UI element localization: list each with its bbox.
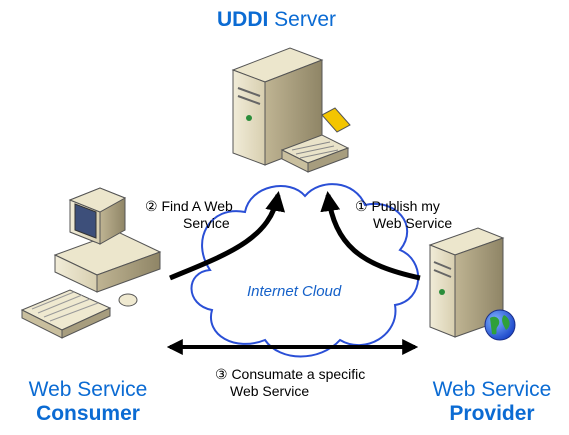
step-find-line1: ② Find A Web	[145, 198, 233, 214]
step-consume-label: ③ Consumate a specific Web Service	[215, 366, 365, 400]
provider-label-line1: Web Service	[432, 378, 552, 401]
publish-arrow	[320, 191, 421, 281]
step-find-line2: Service	[183, 215, 230, 231]
step-publish-label: ① Publish my Web Service	[355, 198, 452, 232]
consumer-label-line1: Web Service	[28, 378, 148, 401]
step-publish-line2: Web Service	[373, 215, 453, 231]
provider-label: Web Service Provider	[417, 378, 567, 426]
consumer-computer-icon	[20, 187, 162, 339]
step-find-label: ② Find A Web Service	[145, 198, 233, 232]
uddi-server-icon	[231, 47, 351, 173]
uddi-server-label: UDDI Server	[217, 8, 336, 32]
find-arrow	[169, 191, 286, 281]
uddi-server-label-rest: Server	[268, 8, 337, 31]
step-consume-line2: Web Service	[230, 383, 310, 399]
cloud-label: Internet Cloud	[247, 283, 342, 300]
step-consume-line1: ③ Consumate a specific	[215, 366, 366, 382]
uddi-server-label-bold: UDDI	[217, 8, 269, 31]
consumer-label-line2: Consumer	[36, 402, 140, 425]
provider-label-line2: Provider	[449, 402, 535, 425]
globe-icon	[484, 309, 516, 341]
consumer-label: Web Service Consumer	[8, 378, 168, 426]
provider-server-icon	[428, 227, 505, 338]
step-publish-line1: ① Publish my	[355, 198, 440, 214]
